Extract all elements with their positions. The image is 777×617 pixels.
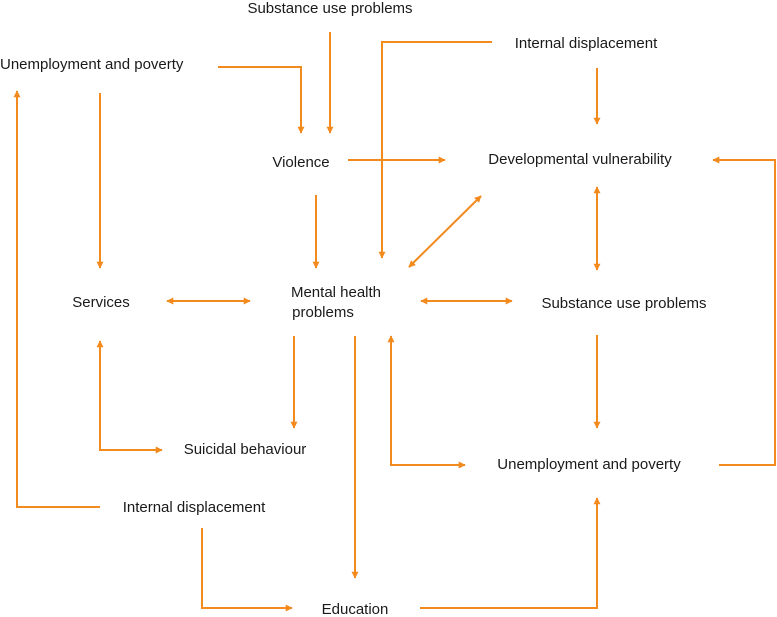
node-substance-use-top: Substance use problems bbox=[247, 0, 412, 17]
node-mental-health-line2: problems bbox=[292, 304, 354, 321]
arrow-education-to-unemployment-right bbox=[420, 497, 601, 609]
arrow-internal-displacement-bottom-to-unemployment-left bbox=[13, 90, 100, 508]
arrow-mental-health-developmental bbox=[408, 195, 482, 268]
node-unemployment-left: Unemployment and poverty bbox=[0, 56, 184, 73]
node-developmental-vulnerability: Developmental vulnerability bbox=[488, 151, 672, 168]
node-unemployment-right: Unemployment and poverty bbox=[497, 456, 681, 473]
arrow-mental-health-unemployment-right bbox=[387, 335, 466, 469]
node-internal-displacement-bottom: Internal displacement bbox=[123, 499, 266, 516]
node-mental-health-line1: Mental health bbox=[291, 284, 381, 301]
node-suicidal-behaviour: Suicidal behaviour bbox=[184, 441, 307, 458]
arrow-unemployment-left-to-violence bbox=[218, 66, 305, 134]
arrow-services-suicidal bbox=[96, 340, 163, 454]
node-violence: Violence bbox=[272, 154, 329, 171]
node-substance-use-right: Substance use problems bbox=[541, 295, 706, 312]
node-education: Education bbox=[322, 601, 389, 617]
node-internal-displacement-top: Internal displacement bbox=[515, 35, 658, 52]
node-services: Services bbox=[72, 294, 130, 311]
arrow-internal-displacement-top-to-mental-health bbox=[378, 41, 492, 259]
arrow-internal-displacement-bottom-to-education bbox=[201, 528, 293, 612]
arrow-unemployment-right-to-developmental bbox=[712, 156, 776, 466]
